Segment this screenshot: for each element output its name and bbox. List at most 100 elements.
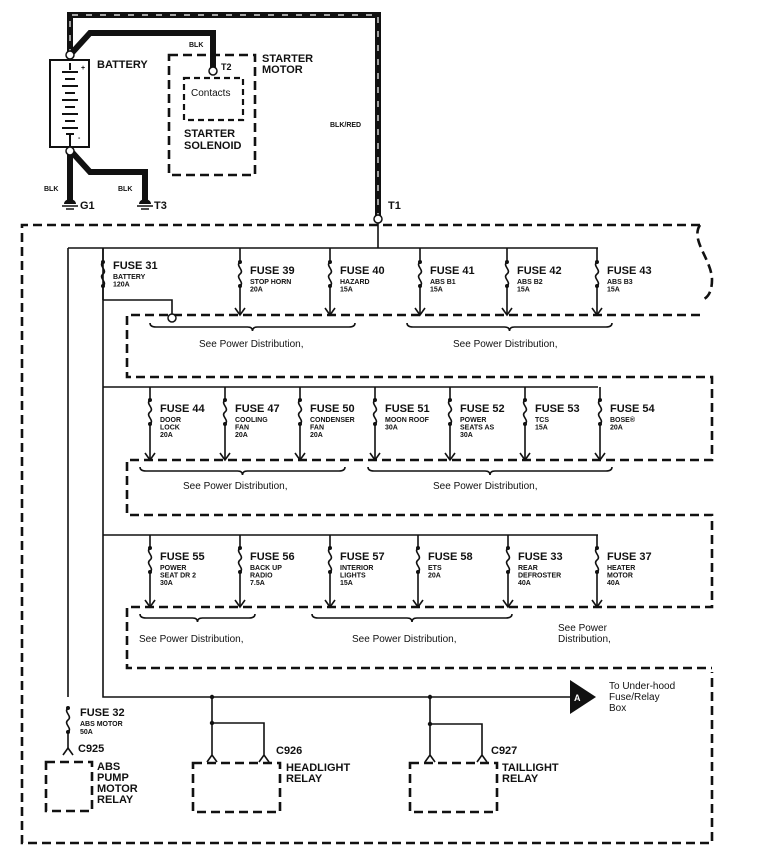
abs-relay-box [44, 760, 94, 813]
headlight-relay-label-2: RELAY [286, 773, 323, 785]
ground-wires [67, 147, 148, 200]
fuse-name: FUSE 47 [235, 403, 280, 415]
see-power-distribution-note: See Power Distribution, [183, 481, 288, 492]
arrow-icon [594, 452, 606, 462]
fuse-icon [237, 535, 243, 607]
arrow-icon [144, 452, 156, 462]
fuse-desc: 20A [250, 287, 263, 294]
fuse-name: FUSE 33 [518, 551, 563, 563]
fuse-icon [372, 387, 378, 460]
arrow-icon [324, 599, 336, 609]
fuse-desc: 7.5A [250, 580, 265, 587]
fuse-icon [237, 248, 243, 315]
to-box-label: To Under-hood [609, 681, 675, 692]
fuse-icon [415, 535, 421, 607]
fuse-desc: DEFROSTER [518, 573, 561, 580]
fuse-desc: COOLING [235, 417, 268, 424]
fuse-icon [504, 248, 510, 315]
fuse-icon [147, 535, 153, 607]
fuse-desc: LOCK [160, 425, 180, 432]
fuse-name: FUSE 40 [340, 265, 385, 277]
wire-t2-label: BLK [189, 42, 203, 49]
fuse-desc: MOTOR [607, 573, 633, 580]
ground-g1-icon [62, 199, 78, 210]
buses [67, 223, 598, 698]
arrow-icon [369, 452, 381, 462]
fuse-desc: 20A [310, 432, 323, 439]
fuse-icon [447, 387, 453, 460]
t1-label: T1 [388, 200, 401, 212]
fuse-desc: 15A [340, 287, 353, 294]
arrow-icon [234, 307, 246, 317]
fuse-desc: CONDENSER [310, 417, 355, 424]
fuse-name: FUSE 31 [113, 260, 158, 272]
fuse-icon [522, 387, 528, 460]
fuse-desc: RADIO [250, 573, 273, 580]
fuse-icon [505, 535, 511, 607]
fuse-desc: SEATS AS [460, 425, 495, 432]
fuse-desc: 30A [160, 580, 173, 587]
battery-symbol: + - [49, 59, 90, 148]
fuse-desc: 120A [113, 282, 130, 289]
arrow-icon [444, 452, 456, 462]
t3-label: T3 [154, 200, 167, 212]
fuse-name: FUSE 52 [460, 403, 505, 415]
fuse-desc: LIGHTS [340, 573, 366, 580]
fuse-desc: 40A [607, 580, 620, 587]
brace-icon [149, 322, 356, 332]
fuse-name: FUSE 53 [535, 403, 580, 415]
fuse-name: FUSE 57 [340, 551, 385, 563]
fuse-desc: ABS B3 [607, 279, 633, 286]
fuse-desc: ABS B1 [430, 279, 456, 286]
fuse-icon [594, 535, 600, 607]
fuse-icon [297, 387, 303, 460]
brace-icon [139, 613, 256, 623]
fuse-desc: REAR [518, 565, 538, 572]
fuse-32-label: FUSE 32 [80, 707, 125, 719]
minus-label: - [78, 135, 81, 142]
connector-a-arrow-icon[interactable] [570, 680, 596, 714]
fuse-desc: 15A [517, 287, 530, 294]
arrow-icon [591, 599, 603, 609]
fuse-icon [417, 248, 423, 315]
t2-label: T2 [221, 62, 232, 72]
fuse-desc: DOOR [160, 417, 181, 424]
fuse-desc: SEAT DR 2 [160, 573, 196, 580]
fuse-desc: 30A [385, 425, 398, 432]
taillight-relay-wiring [424, 697, 488, 763]
fuse-box-frame [20, 223, 714, 845]
see-power-distribution-note: See Power Distribution, [352, 634, 457, 645]
brace-icon [139, 466, 346, 476]
fuse-32-desc: ABS MOTOR [80, 721, 123, 728]
fuse-desc: STOP HORN [250, 279, 291, 286]
fuse-icon [597, 387, 603, 460]
wire-battery-to-t2 [67, 30, 216, 68]
headlight-relay-label: HEADLIGHT [286, 762, 350, 774]
battery-positive-terminal [65, 50, 75, 60]
starter-motor-label: STARTER [262, 53, 313, 65]
fuse-desc: 20A [610, 425, 623, 432]
fuse-name: FUSE 41 [430, 265, 475, 277]
starter-motor-label-2: MOTOR [262, 64, 303, 76]
contacts-label: Contacts [191, 88, 230, 99]
arrow-icon [414, 307, 426, 317]
c926-label: C926 [276, 745, 302, 757]
fuse-desc: TCS [535, 417, 549, 424]
arrow-icon [219, 452, 231, 462]
fuse-desc: BACK UP [250, 565, 282, 572]
taillight-relay-box [408, 761, 499, 814]
